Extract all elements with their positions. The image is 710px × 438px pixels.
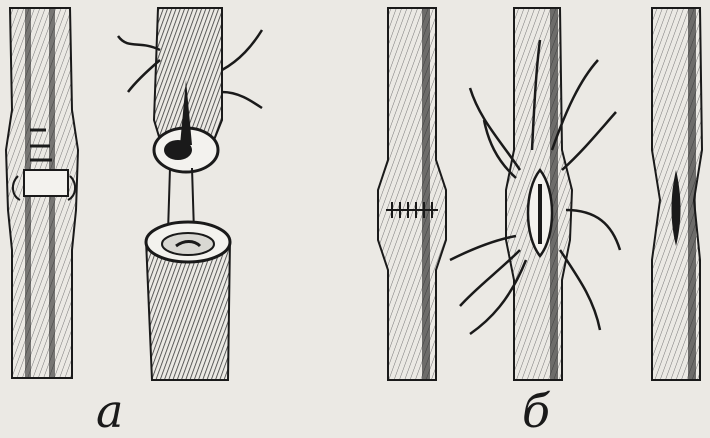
vessel-a3-lower: [146, 222, 230, 380]
vessel-b2: [450, 8, 620, 380]
panel-label-b: б: [522, 388, 550, 434]
vessel-b3: [652, 8, 702, 380]
panel-label-a: а: [96, 388, 123, 434]
vessel-a2-upper: [118, 8, 262, 232]
vessel-a1: [6, 8, 78, 378]
vessel-b1: [378, 8, 446, 380]
